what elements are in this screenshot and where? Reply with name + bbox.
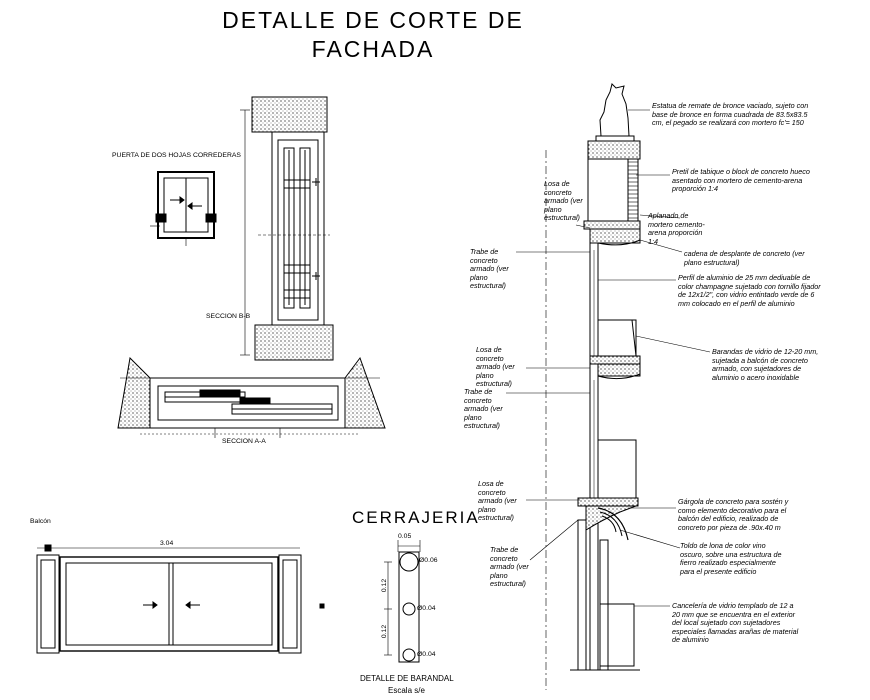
barandal-dim-v2: 0.12 bbox=[381, 624, 389, 639]
balcon-dim: 3.04 bbox=[160, 540, 174, 547]
top-wall bbox=[251, 96, 328, 133]
puerta-label: PUERTA DE DOS HOJAS CORREDERAS bbox=[112, 152, 241, 159]
note-cadena: cadena de desplante de concreto (ver pla… bbox=[684, 249, 805, 267]
main-title: DETALLE DE CORTE DE FACHADA bbox=[222, 7, 524, 62]
puerta-elevation-drawing bbox=[150, 171, 217, 246]
seccion-b-b-drawing bbox=[240, 96, 334, 361]
barandal-dim-phi3: Ø0.04 bbox=[417, 651, 436, 658]
left-wall-mass bbox=[117, 356, 151, 429]
note-canceleria: Cancelería de vidrio templado de 12 a 20… bbox=[672, 601, 799, 645]
note-trabe-1: Trabe de concreto armado (ver plano estr… bbox=[470, 247, 509, 291]
note-losa-1: Losa de concreto armado (ver plano estru… bbox=[544, 179, 583, 223]
seccion-a-a-label: SECCION A-A bbox=[222, 438, 266, 445]
barandal-dim-v1: 0.12 bbox=[381, 578, 389, 593]
barandal-dim-top: 0.05 bbox=[398, 533, 412, 540]
note-aplanado: Aplanado de mortero cemento-arena propor… bbox=[648, 211, 705, 246]
note-trabe-3: Trabe de concreto armado (ver plano estr… bbox=[490, 545, 529, 589]
bottom-wall bbox=[254, 324, 334, 361]
facade-section-drawing bbox=[506, 83, 711, 690]
seccion-a-a-drawing bbox=[117, 356, 386, 438]
barandal-dim-phi1: Ø0.06 bbox=[419, 557, 438, 564]
cerrajeria-title: CERRAJERIA bbox=[352, 508, 480, 527]
gargola-shape bbox=[585, 505, 637, 531]
note-estatua: Estatua de remate de bronce vaciado, suj… bbox=[652, 101, 809, 128]
barandal-scale: Escala s/e bbox=[388, 686, 425, 695]
barandal-title: DETALLE DE BARANDAL bbox=[360, 674, 454, 683]
seccion-b-b-label: SECCION B-B bbox=[206, 313, 251, 320]
note-gargola: Gárgola de concreto para sostén y como e… bbox=[678, 497, 789, 532]
note-barandal-vidrio: Barandas de vidrio de 12-20 mm, sujetada… bbox=[712, 347, 819, 382]
statue-shape bbox=[599, 83, 630, 137]
balcon-plan-drawing bbox=[36, 544, 325, 654]
note-pretil: Pretil de tabique o block de concreto hu… bbox=[672, 167, 810, 194]
toldo-shape bbox=[597, 507, 629, 541]
note-trabe-2: Trabe de concreto armado (ver plano estr… bbox=[464, 387, 503, 431]
right-wall-mass bbox=[344, 356, 386, 429]
balcon-label: Balcón bbox=[30, 518, 51, 525]
note-perfil: Perfil de aluminio de 25 mm dediuable de… bbox=[678, 273, 821, 308]
note-losa-3: Losa de concreto armado (ver plano estru… bbox=[478, 479, 517, 523]
note-losa-2: Losa de concreto armado (ver plano estru… bbox=[476, 345, 515, 389]
note-toldo: Toldo de lona de color vino oscuro, sobr… bbox=[680, 541, 782, 576]
barandal-dim-phi2: Ø0.04 bbox=[417, 605, 436, 612]
barandal-detail-drawing bbox=[384, 540, 421, 663]
